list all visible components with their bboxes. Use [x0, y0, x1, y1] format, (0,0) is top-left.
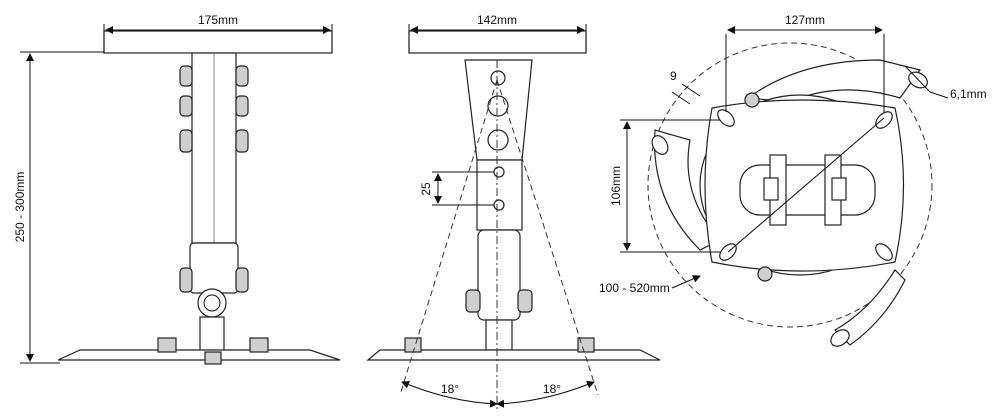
front-width-label: 175mm: [198, 13, 238, 27]
range-circle: [647, 42, 933, 328]
hole-9-label: 9: [670, 69, 677, 83]
arm-bottom: [834, 269, 906, 346]
side-ceiling-plate: [408, 30, 587, 54]
front-view: 175mm 250 - 300mm: [13, 13, 341, 365]
tilt-right-label: 18°: [543, 382, 561, 396]
tilt-arc-right: [496, 380, 595, 408]
side-width-label: 142mm: [477, 13, 517, 27]
spacing-106-label: 106mm: [609, 166, 623, 206]
spacing-127-label: 127mm: [785, 13, 825, 27]
tilt-line-left: [399, 79, 498, 396]
arm-top: [746, 59, 922, 103]
hole-61-label: 6,1mm: [950, 87, 987, 101]
side-view: 142mm 25 18° 18°: [366, 13, 661, 412]
side-lower-arm: [477, 229, 521, 321]
bracket-view: 127mm 106mm 9 6,1mm 100 - 520mm: [599, 13, 987, 347]
front-height-label: 250 - 300mm: [13, 172, 27, 243]
base-plate: [57, 349, 341, 361]
joint-bracket: [189, 242, 239, 294]
tilt-line-right: [496, 79, 599, 396]
ceiling-plate: [103, 30, 333, 54]
hole-spacing-label: 25: [419, 182, 433, 196]
tilt-arc-left: [401, 380, 498, 408]
diagonal-line: [727, 117, 885, 253]
tilt-left-label: 18°: [441, 382, 459, 396]
pivot-knob: [197, 288, 227, 318]
range-label: 100 - 520mm: [599, 281, 670, 295]
